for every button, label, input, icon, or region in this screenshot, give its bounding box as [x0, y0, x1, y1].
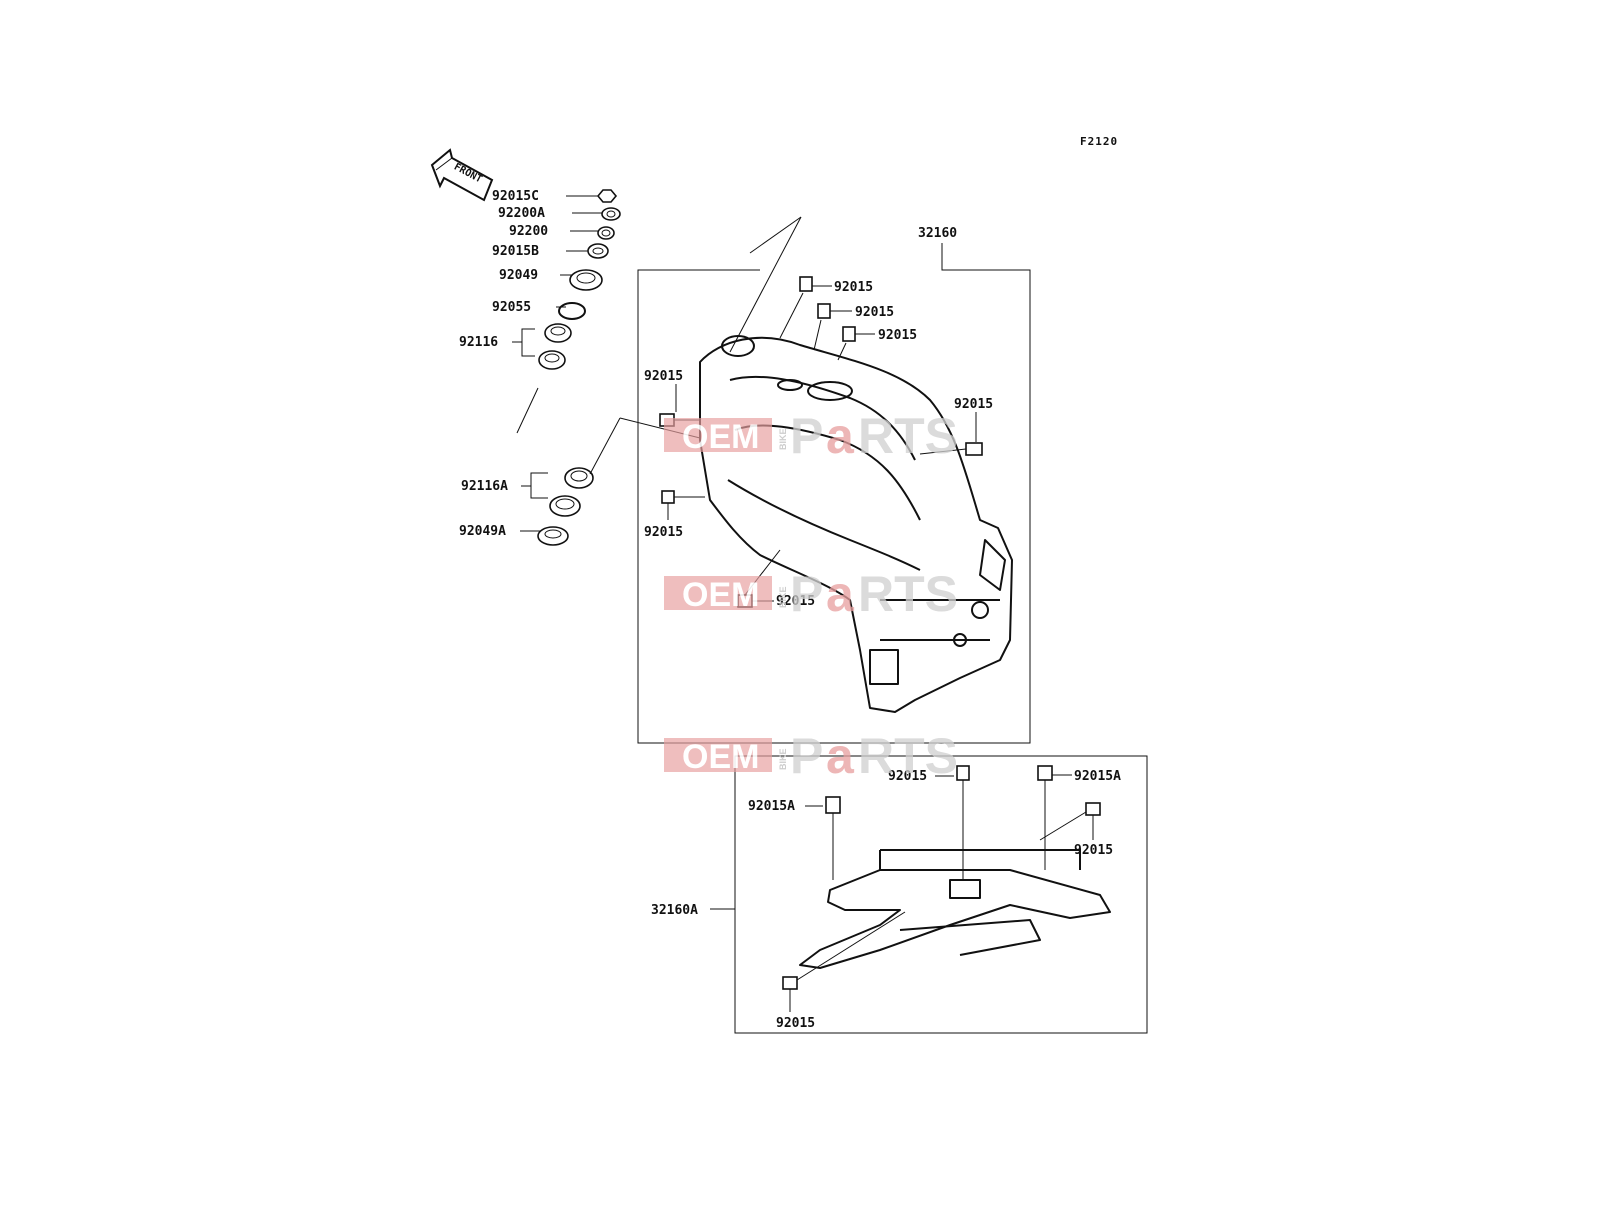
- svg-text:BIKE: BIKE: [778, 586, 788, 608]
- svg-text:a: a: [826, 728, 855, 784]
- label-92015A-2: 92015A: [748, 799, 795, 814]
- bolt-icon: [842, 326, 856, 342]
- label-92116: 92116: [459, 335, 498, 350]
- svg-text:a: a: [826, 408, 855, 464]
- label-92200A: 92200A: [498, 206, 545, 221]
- steering-parts-group: 92015C 92200A 92200 92015B 92049 92055 9…: [459, 189, 802, 546]
- bolt-icon: [1085, 802, 1101, 816]
- svg-text:BIKE: BIKE: [778, 428, 788, 450]
- label-92015A-1: 92015A: [1074, 769, 1121, 784]
- sub-frame-group: 32160A 92015 92015A 92015A 92015 92015: [651, 755, 1148, 1034]
- svg-text:P: P: [790, 728, 823, 784]
- seal-icon: [537, 526, 569, 546]
- watermark-1: OEM BIKE P a RTS: [664, 408, 958, 464]
- label-92116A: 92116A: [461, 479, 508, 494]
- bolt-icon: [965, 442, 983, 456]
- label-32160A: 32160A: [651, 903, 698, 918]
- svg-text:P: P: [790, 566, 823, 622]
- main-frame-group: 32160 92015 92015 92015 92015 92015: [637, 226, 1031, 744]
- label-92015-1: 92015: [834, 280, 873, 295]
- label-32160: 32160: [918, 226, 957, 241]
- label-92200: 92200: [509, 224, 548, 239]
- svg-text:BIKE: BIKE: [778, 748, 788, 770]
- bolt-icon: [661, 490, 675, 504]
- label-92015-6: 92015: [644, 525, 683, 540]
- label-92015C: 92015C: [492, 189, 539, 204]
- bolt-icon: [817, 303, 831, 319]
- svg-text:RTS: RTS: [858, 566, 958, 622]
- bearing-race-icon: [538, 350, 566, 370]
- bolt-icon: [782, 976, 798, 990]
- svg-text:OEM: OEM: [682, 418, 759, 456]
- label-92015-5: 92015: [954, 397, 993, 412]
- frame-icon: [699, 336, 1013, 713]
- label-92015-10: 92015: [776, 1016, 815, 1031]
- bearing-race-icon: [544, 323, 572, 343]
- label-92015-4: 92015: [644, 369, 683, 384]
- bolt-icon: [799, 276, 813, 292]
- figure-code: F2120: [1080, 135, 1118, 148]
- label-92015B: 92015B: [492, 244, 539, 259]
- label-92015-9: 92015: [1074, 843, 1113, 858]
- label-92015-8: 92015: [888, 769, 927, 784]
- washer-icon: [601, 207, 621, 221]
- watermark-3: OEM BIKE P a RTS: [664, 728, 958, 784]
- label-92015-2: 92015: [855, 305, 894, 320]
- svg-text:OEM: OEM: [682, 738, 759, 776]
- washer-icon: [597, 226, 615, 240]
- svg-text:RTS: RTS: [858, 408, 958, 464]
- svg-text:a: a: [826, 566, 855, 622]
- svg-text:P: P: [790, 408, 823, 464]
- bolt-icon: [1037, 765, 1053, 781]
- svg-text:OEM: OEM: [682, 576, 759, 614]
- label-92015-7: 92015: [776, 594, 815, 609]
- svg-text:RTS: RTS: [858, 728, 958, 784]
- watermark-2: OEM BIKE P a RTS: [664, 566, 958, 622]
- label-92049: 92049: [499, 268, 538, 283]
- o-ring-icon: [558, 302, 586, 320]
- front-arrow-icon: FRONT: [430, 148, 494, 202]
- label-92055: 92055: [492, 300, 531, 315]
- label-92049A: 92049A: [459, 524, 506, 539]
- bolt-icon: [956, 765, 970, 781]
- bolt-icon: [825, 796, 841, 814]
- label-92015-3: 92015: [878, 328, 917, 343]
- lock-nut-icon: [587, 243, 609, 259]
- nut-icon: [596, 189, 618, 203]
- subframe-icon: [799, 869, 1111, 969]
